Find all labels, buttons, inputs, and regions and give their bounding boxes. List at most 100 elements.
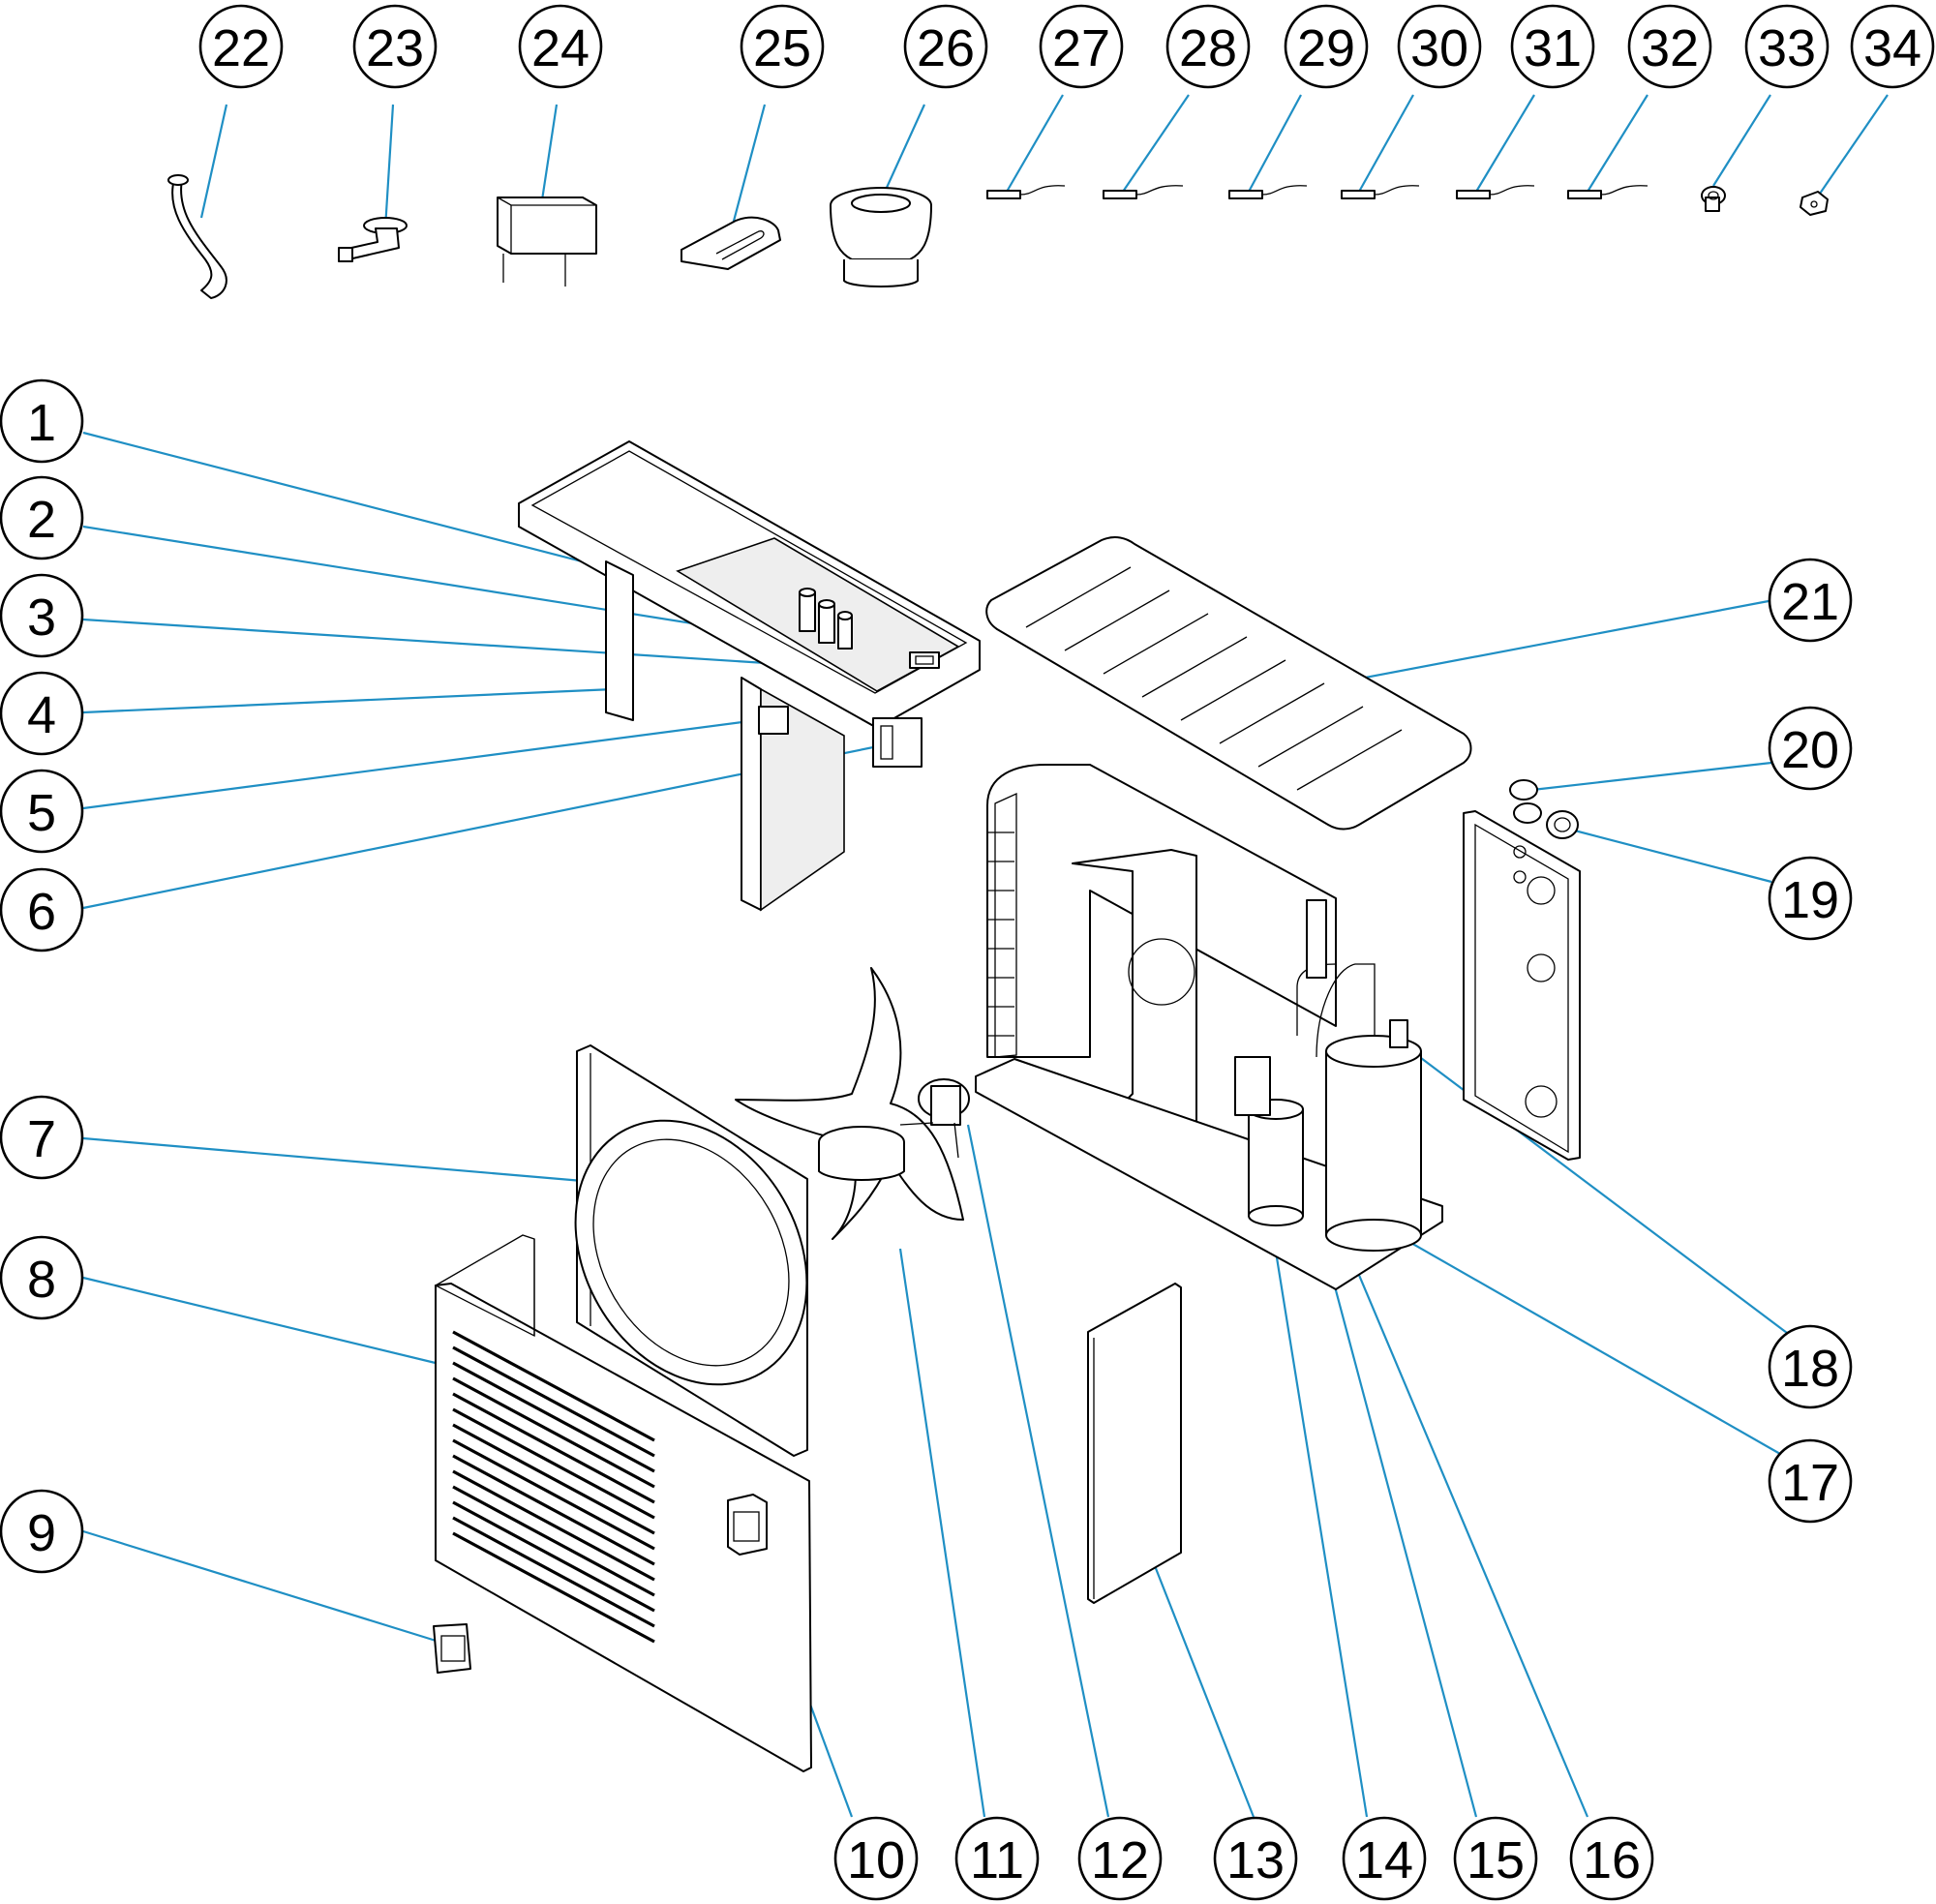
callout-27: 27 (1039, 4, 1124, 89)
pressure-gauge (1546, 810, 1579, 839)
callout-number: 20 (1781, 721, 1839, 779)
callout-11: 11 (954, 1816, 1040, 1901)
callout-number: 12 (1091, 1831, 1149, 1889)
callout-number: 8 (27, 1251, 56, 1309)
callout-circle (0, 1489, 84, 1574)
callout-circle (1744, 4, 1830, 89)
callout-circle (833, 1816, 919, 1901)
callout-3: 3 (0, 573, 84, 658)
callout-number: 2 (27, 491, 56, 549)
leader-29 (1248, 94, 1302, 193)
callout-19: 19 (1768, 856, 1853, 941)
callout-18: 18 (1768, 1324, 1853, 1409)
leader-19 (1566, 827, 1772, 884)
leader-17 (1381, 1225, 1795, 1463)
nozzle-part (830, 187, 932, 287)
leader-32 (1587, 94, 1649, 193)
callout-number: 26 (917, 19, 975, 77)
nut-part (1701, 186, 1726, 212)
callout-circle (740, 4, 825, 89)
callout-circle (0, 475, 84, 560)
callout-10: 10 (833, 1816, 919, 1901)
callout-number: 32 (1641, 19, 1699, 77)
leader-30 (1358, 94, 1414, 193)
probe-31 (1456, 185, 1535, 199)
callout-number: 28 (1179, 19, 1237, 77)
callout-circle (1077, 1816, 1163, 1901)
callout-32: 32 (1627, 4, 1712, 89)
callout-circle (198, 4, 284, 89)
electrical-frame (518, 440, 981, 912)
water-connector (1509, 779, 1542, 824)
callout-circle (903, 4, 988, 89)
chassis (975, 764, 1443, 1290)
leader-26 (879, 104, 926, 201)
callout-9: 9 (0, 1489, 84, 1574)
callout-29: 29 (1284, 4, 1369, 89)
callout-7: 7 (0, 1095, 84, 1180)
callout-22: 22 (198, 4, 284, 89)
hose-end (167, 174, 189, 186)
callout-number: 10 (847, 1831, 905, 1889)
service-panel (1087, 1283, 1182, 1604)
callout-circle (0, 1095, 84, 1180)
callout-circle (1850, 4, 1935, 89)
callout-circle (1627, 4, 1712, 89)
callout-circle (0, 378, 84, 464)
callout-circle (1342, 1816, 1427, 1901)
leader-16 (1351, 1260, 1589, 1818)
compressor-small (1234, 1056, 1304, 1226)
callout-14: 14 (1342, 1816, 1427, 1901)
callout-number: 13 (1226, 1831, 1285, 1889)
probe-32 (1567, 185, 1649, 199)
leader-23 (383, 104, 395, 229)
leader-14 (1269, 1221, 1369, 1818)
callout-30: 30 (1397, 4, 1482, 89)
probe-29 (1228, 185, 1308, 199)
callout-6: 6 (0, 867, 84, 952)
leader-13 (1148, 1553, 1255, 1818)
callout-number: 18 (1781, 1340, 1839, 1398)
callout-number: 5 (27, 784, 56, 842)
callout-number: 15 (1467, 1831, 1525, 1889)
compressor-main (1325, 1019, 1422, 1252)
leader-28 (1122, 94, 1190, 193)
callout-number: 27 (1052, 19, 1110, 77)
callout-24: 24 (518, 4, 603, 89)
leader-lines (82, 94, 1889, 1818)
callout-4: 4 (0, 671, 84, 756)
leader-20 (1531, 761, 1772, 792)
leader-5 (82, 717, 766, 810)
leader-9 (82, 1529, 446, 1646)
callout-number: 31 (1524, 19, 1582, 77)
callout-number: 34 (1863, 19, 1921, 77)
leader-12 (966, 1124, 1110, 1818)
callout-circle (0, 573, 84, 658)
leader-31 (1475, 94, 1535, 193)
leader-18 (1401, 1043, 1800, 1343)
fan-motor (899, 1078, 970, 1159)
callout-8: 8 (0, 1235, 84, 1320)
callout-31: 31 (1510, 4, 1595, 89)
callout-number: 25 (753, 19, 811, 77)
callout-circle (0, 867, 84, 952)
callout-2: 2 (0, 475, 84, 560)
fan-assembly (735, 967, 970, 1240)
callout-1: 1 (0, 378, 84, 464)
callout-circle (1039, 4, 1124, 89)
leader-22 (199, 104, 228, 219)
callout-34: 34 (1850, 4, 1935, 89)
callout-circle (1284, 4, 1369, 89)
callout-number: 21 (1781, 573, 1839, 631)
leader-4 (82, 687, 615, 714)
callout-circle (352, 4, 438, 89)
rubber-foot-part (681, 216, 781, 270)
callout-circle (1768, 706, 1853, 791)
clip-part (1800, 191, 1829, 216)
side-panel (1463, 779, 1581, 1161)
callout-circle (0, 1235, 84, 1320)
callout-number: 16 (1583, 1831, 1641, 1889)
relay-box (758, 706, 789, 735)
callout-number: 14 (1355, 1831, 1413, 1889)
callout-number: 7 (27, 1110, 56, 1168)
